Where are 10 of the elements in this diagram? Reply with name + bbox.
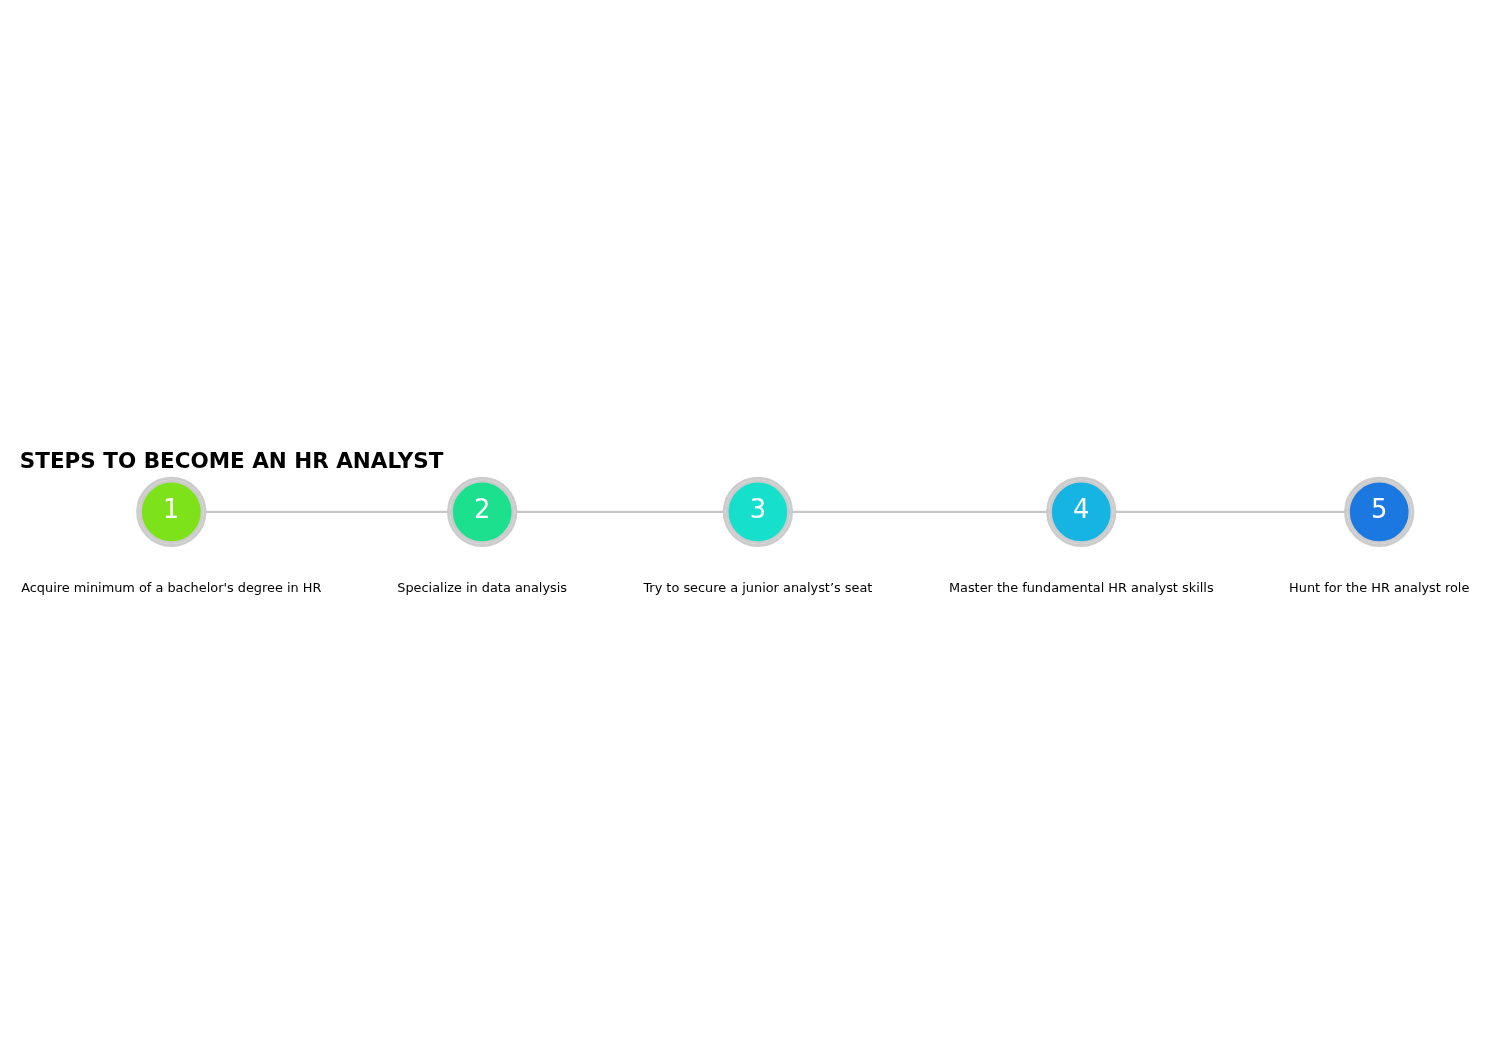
connector (1115, 510, 1346, 513)
node-label: Acquire minimum of a bachelor's degree in HR (21, 579, 322, 595)
node-label: Try to secure a junior analyst’s seat (643, 579, 873, 595)
node-label: Master the fundamental HR analyst skills (948, 579, 1214, 595)
connector (515, 510, 725, 513)
connector (205, 510, 449, 513)
node-label: Specialize in data analysis (397, 579, 568, 595)
connector (791, 510, 1048, 513)
diagram-title: STEPS TO BECOME AN HR ANALYST (19, 447, 444, 473)
node-label: Hunt for the HR analyst role (1289, 579, 1470, 595)
